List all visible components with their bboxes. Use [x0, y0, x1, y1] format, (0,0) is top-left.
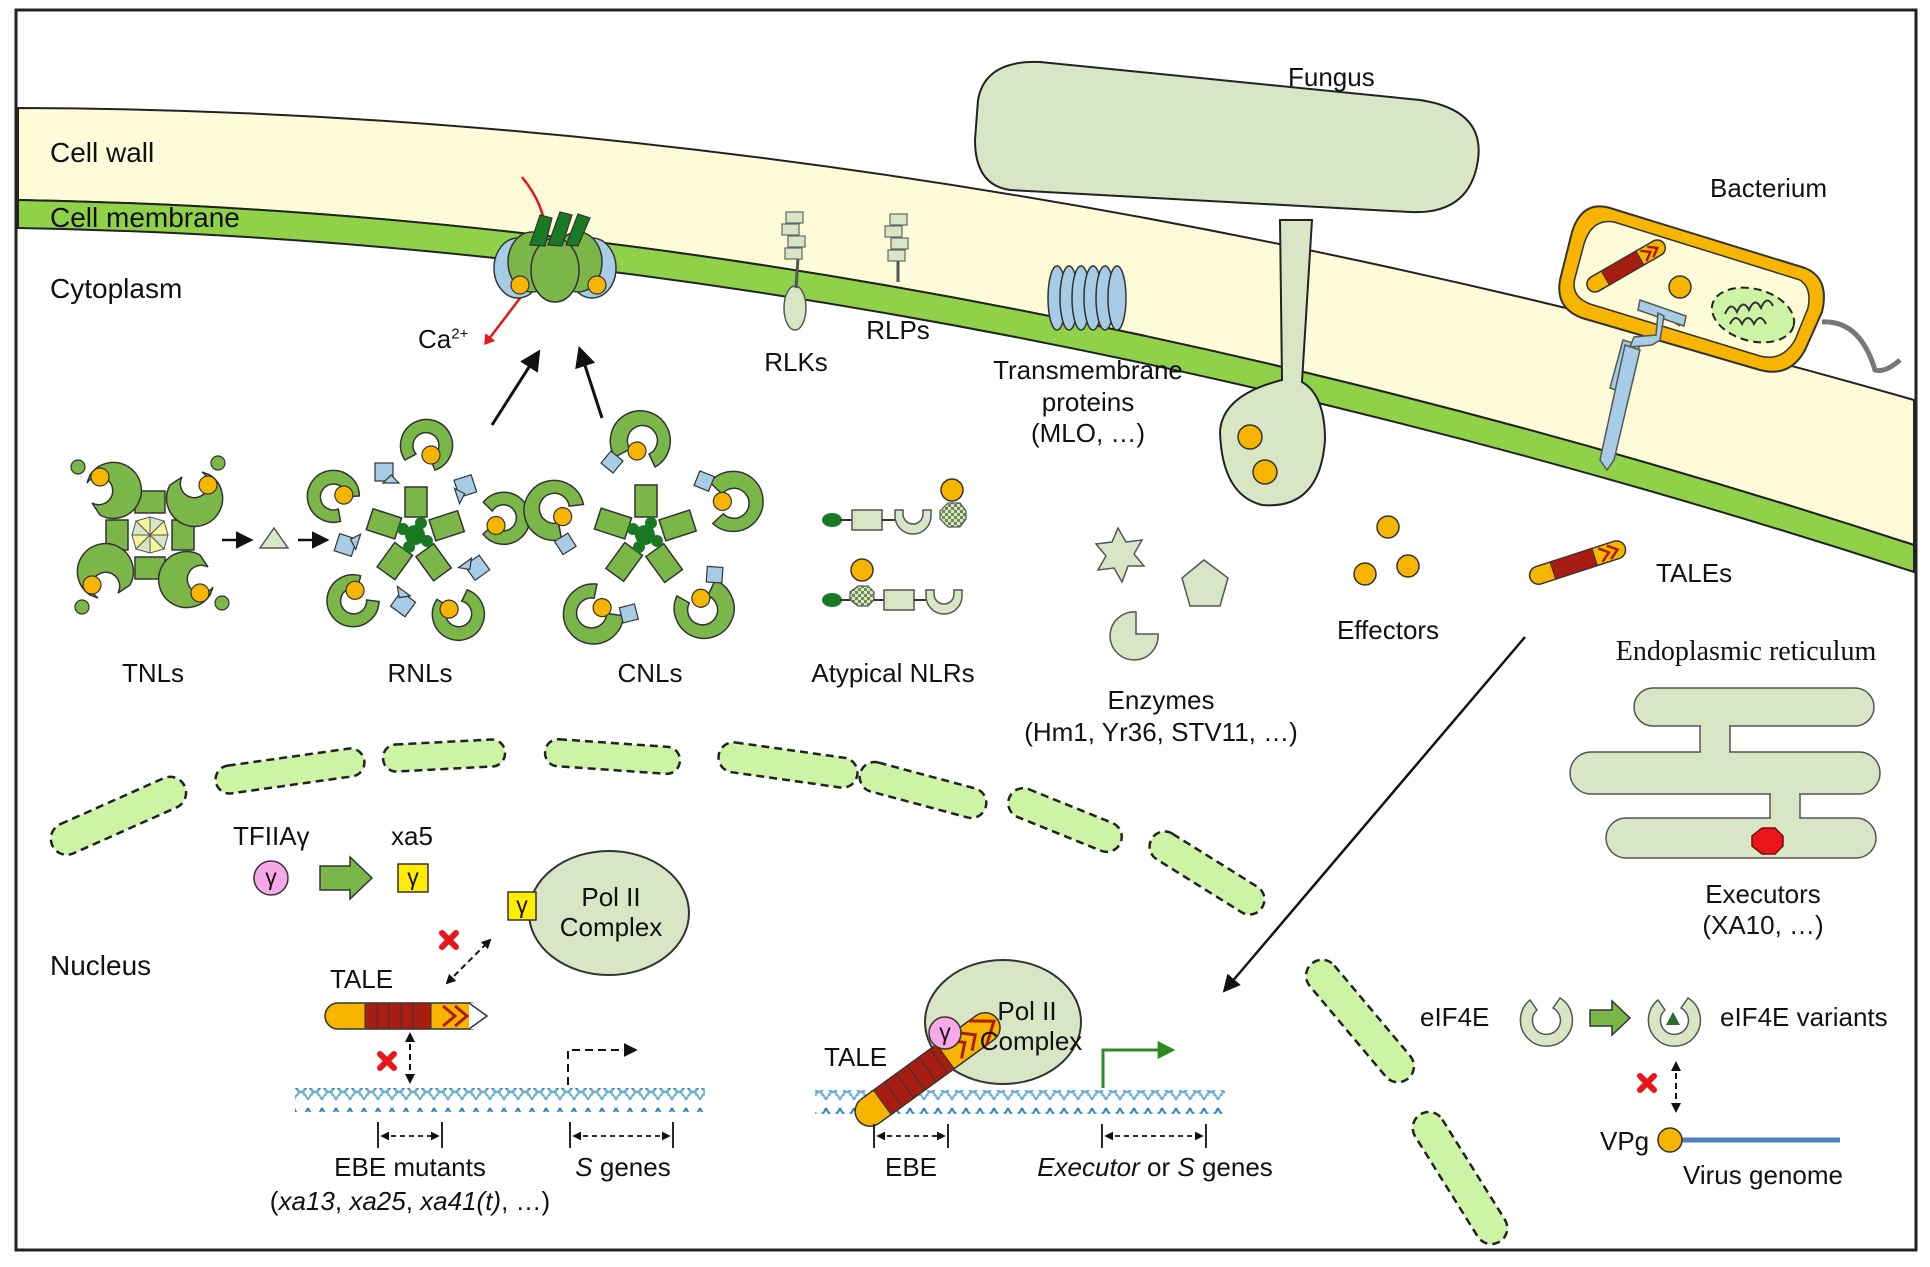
- rlks-label: RLKs: [764, 347, 828, 377]
- fungus: [973, 60, 1480, 507]
- er-label: Endoplasmic reticulum: [1615, 636, 1877, 667]
- rlk-receptor: [781, 211, 807, 331]
- endoplasmic-reticulum: [1569, 687, 1881, 859]
- mutation-arrow: [319, 855, 374, 901]
- cell-wall-label: Cell wall: [50, 137, 155, 168]
- xa5-label: xa5: [391, 821, 433, 851]
- executor-activation-arrow: [1101, 1041, 1176, 1088]
- effectors-label: Effectors: [1336, 615, 1440, 645]
- executors-label-1: Executors: [1705, 879, 1821, 909]
- enzymes-label-2: (Hm1, Yr36, STV11, …): [1024, 717, 1298, 747]
- xa5-icon: [397, 863, 429, 893]
- calcium-label: Ca2+: [418, 324, 469, 354]
- cnls-label: CNLs: [617, 658, 683, 688]
- ebe-label: EBE: [884, 1152, 938, 1182]
- s-gene-promoter-arrow: [567, 1043, 638, 1085]
- nuclear-envelope: [49, 737, 1509, 1246]
- tnls-label: TNLs: [121, 658, 185, 688]
- tfiia-gamma-bound-icon: [928, 1016, 962, 1050]
- tale-cytoplasm: [1528, 540, 1627, 585]
- tale-label-right: TALE: [824, 1042, 888, 1072]
- ebe-bracket: [873, 1124, 949, 1148]
- tfiia-gamma-icon: [253, 860, 289, 896]
- eif4e-variants-label: eIF4E variants: [1720, 1002, 1888, 1032]
- transmembrane-protein: [1047, 265, 1127, 331]
- variant-arrow: [1589, 999, 1632, 1037]
- executor-genes-bracket: [1101, 1124, 1207, 1148]
- transmembrane-label-3: (MLO, …): [1030, 418, 1146, 448]
- rnls-label: RNLs: [387, 658, 453, 688]
- fungus-label: Fungus: [1288, 62, 1375, 92]
- tale-import-arrow: [1222, 636, 1526, 993]
- tnl-resistosome: [70, 455, 230, 615]
- rnl-to-channel-arrow: [490, 349, 541, 426]
- bacterium: [1558, 205, 1902, 472]
- tfiia-label: TFIIAγ: [233, 821, 310, 851]
- small-molecule-icon: [258, 526, 290, 549]
- blocked-interaction-arrow: [445, 938, 492, 985]
- gamma-symbol-4: γ: [939, 1019, 951, 1045]
- pol-ii-right-line2: Complex: [979, 1026, 1083, 1056]
- rnl-resistosome: [306, 418, 531, 641]
- calcium-channel: [484, 176, 617, 345]
- tale-nucleus-left: [324, 1002, 489, 1030]
- ebe-mutants-bracket: [377, 1122, 443, 1148]
- atypical-nlrs: [822, 478, 967, 615]
- cnl-resistosome: [523, 410, 764, 645]
- pol-ii-left-line2: Complex: [559, 912, 663, 942]
- cytoplasm-label: Cytoplasm: [50, 273, 183, 304]
- enzymes-shapes: [1094, 526, 1229, 661]
- bacterium-label: Bacterium: [1710, 173, 1828, 203]
- eif4e-variant-icon: [1647, 996, 1702, 1047]
- dna-left: [295, 1088, 705, 1112]
- gamma-symbol-2: γ: [407, 864, 419, 890]
- executor-genes-label: Executor or S genes: [1037, 1152, 1273, 1182]
- tale-nucleus-right: [854, 1011, 1001, 1127]
- vpg-icon: [1657, 1127, 1683, 1153]
- gamma-symbol-3: γ: [516, 892, 528, 918]
- ebe-mutants-examples: (xa13, xa25, xa41(t), …): [269, 1186, 551, 1216]
- vpg-label: VPg: [1600, 1126, 1650, 1156]
- atypical-nlrs-label: Atypical NLRs: [811, 658, 975, 688]
- eif4e-icon: [1519, 996, 1574, 1047]
- blocked-x-icon-3: [1637, 1073, 1657, 1093]
- blocked-x-icon-2: [377, 1051, 397, 1071]
- tale-label-left: TALE: [330, 964, 394, 994]
- s-genes-bracket: [569, 1122, 674, 1148]
- rlps-label: RLPs: [866, 315, 930, 345]
- cell-membrane-label: Cell membrane: [50, 202, 240, 233]
- ebe-mutants-label: EBE mutants: [334, 1152, 486, 1182]
- executors-label-2: (XA10, …): [1702, 910, 1824, 940]
- nucleus-label: Nucleus: [50, 950, 152, 981]
- virus-genome-label: Virus genome: [1683, 1160, 1843, 1190]
- s-genes-label: S genes: [575, 1152, 671, 1182]
- eif4e-label: eIF4E: [1420, 1002, 1490, 1032]
- rlp-receptor: [884, 213, 909, 282]
- pol-ii-left-line1: Pol II: [581, 882, 641, 912]
- pol-ii-right-line1: Pol II: [997, 996, 1057, 1026]
- cnl-to-channel-arrow: [575, 346, 604, 419]
- gamma-symbol-1: γ: [265, 864, 277, 890]
- transmembrane-label-2: proteins: [1041, 387, 1135, 417]
- executor-protein: [1751, 827, 1784, 855]
- enzymes-label-1: Enzymes: [1107, 685, 1215, 715]
- tales-label: TALEs: [1656, 558, 1733, 588]
- xa5-bound-icon: [507, 891, 537, 921]
- blocked-x-icon: [439, 930, 459, 950]
- effectors-dots: [1353, 515, 1420, 586]
- transmembrane-label-1: Transmembrane: [993, 355, 1183, 385]
